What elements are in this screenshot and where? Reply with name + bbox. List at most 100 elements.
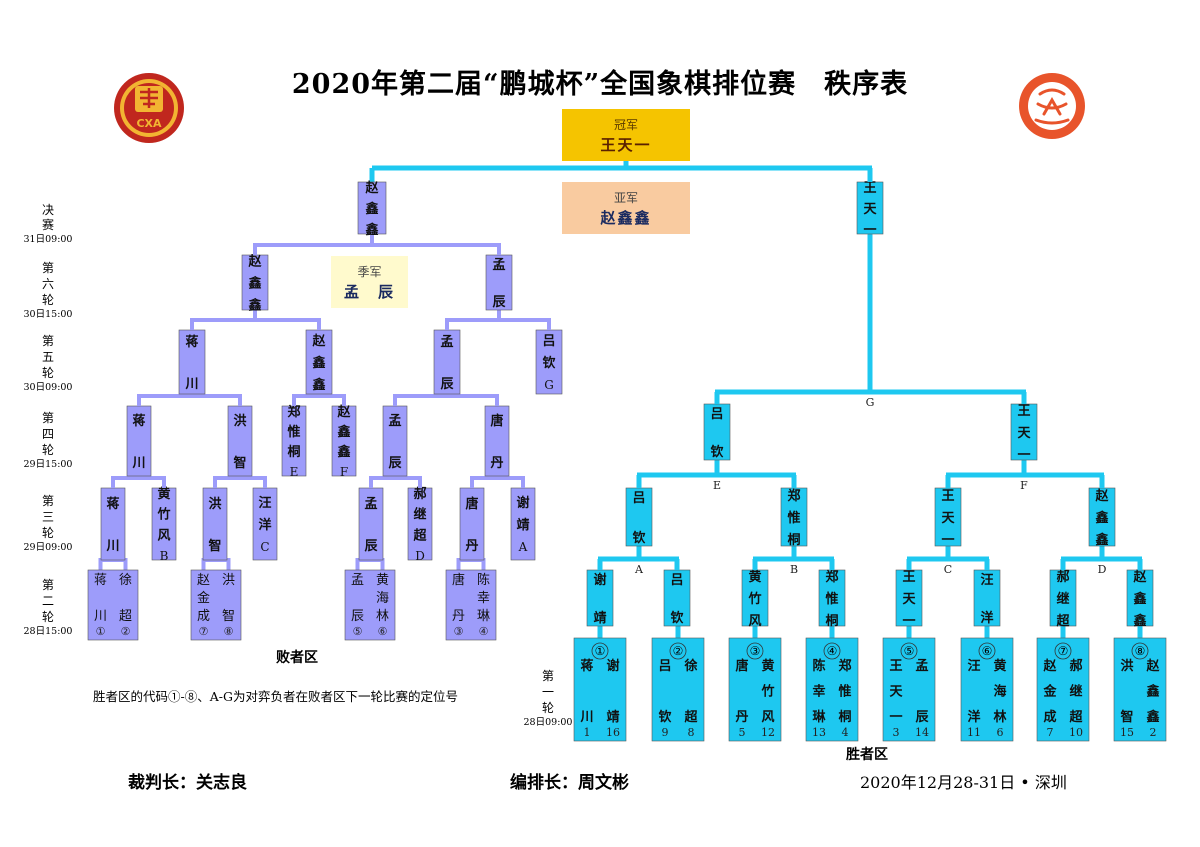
svg-text:超: 超 xyxy=(1069,709,1083,725)
svg-text:鑫: 鑫 xyxy=(364,201,378,217)
svg-text:洪: 洪 xyxy=(1120,658,1133,674)
runner-up-box: 亚军 赵鑫鑫 xyxy=(562,182,690,234)
svg-text:鑫: 鑫 xyxy=(311,377,325,393)
losers-r3-box: 黄竹风黄竹风B xyxy=(151,486,177,563)
svg-text:林: 林 xyxy=(993,709,1006,725)
svg-text:钦: 钦 xyxy=(541,355,555,371)
round-label-time: 29日15:00 xyxy=(23,459,73,470)
svg-text:幸: 幸 xyxy=(477,591,490,606)
svg-text:一: 一 xyxy=(902,614,915,629)
svg-text:唐: 唐 xyxy=(465,496,478,512)
winners-r3-box: 吕钦吕钦 xyxy=(625,487,653,547)
svg-text:海: 海 xyxy=(376,591,389,606)
svg-text:⑥: ⑥ xyxy=(378,625,388,638)
third-place-name: 孟 辰 xyxy=(343,283,395,301)
cxa-logo: CXA xyxy=(114,73,184,143)
round-label-time: 30日15:00 xyxy=(23,309,73,320)
losers-r4-box: 唐丹唐丹 xyxy=(484,405,510,477)
svg-text:丹: 丹 xyxy=(490,456,503,471)
svg-text:黄: 黄 xyxy=(761,658,774,674)
svg-text:蒋: 蒋 xyxy=(185,334,198,350)
svg-text:郝: 郝 xyxy=(1056,569,1069,585)
third-place-box: 季军 孟 辰 xyxy=(331,256,408,308)
svg-text:黄: 黄 xyxy=(376,573,389,588)
svg-text:鑫: 鑫 xyxy=(1145,709,1159,725)
losers-r3-box: 洪智洪智 xyxy=(202,487,228,561)
svg-text:郑: 郑 xyxy=(287,404,300,420)
svg-text:钦: 钦 xyxy=(709,444,723,460)
svg-text:孟: 孟 xyxy=(915,659,928,674)
losers-r5-box: 吕钦吕钦G xyxy=(535,329,563,395)
svg-text:鑫: 鑫 xyxy=(336,424,350,440)
losers-final-box: 赵鑫鑫赵鑫鑫 xyxy=(357,180,387,238)
svg-text:2: 2 xyxy=(1150,726,1157,739)
svg-text:辰: 辰 xyxy=(388,456,402,471)
winners-r2-box: 吕钦吕钦 xyxy=(663,569,691,627)
svg-text:鑫: 鑫 xyxy=(1132,613,1146,629)
svg-text:黄: 黄 xyxy=(748,569,761,585)
svg-text:钦: 钦 xyxy=(631,530,645,546)
bracket-note: 胜者区的代码①-⑧、A-G为对弈负者在败者区下一轮比赛的定位号 xyxy=(93,689,458,704)
svg-text:鑫: 鑫 xyxy=(1094,510,1108,526)
winners-r2-box: 赵鑫鑫赵鑫鑫 xyxy=(1126,569,1154,629)
svg-text:吕: 吕 xyxy=(658,659,671,674)
round-label-name: 第二轮 xyxy=(41,578,54,624)
svg-text:惟: 惟 xyxy=(286,424,300,440)
svg-text:桐: 桐 xyxy=(287,444,300,460)
svg-text:陈: 陈 xyxy=(477,572,490,588)
svg-text:靖: 靖 xyxy=(516,517,529,533)
svg-text:竹: 竹 xyxy=(156,507,170,523)
svg-text:唐: 唐 xyxy=(735,658,748,674)
pengcheng-logo xyxy=(1019,73,1085,139)
losers-r6-box: 赵鑫鑫赵鑫鑫 xyxy=(241,254,269,314)
round-label-time: 31日09:00 xyxy=(23,234,73,245)
svg-text:孟: 孟 xyxy=(492,258,505,273)
svg-text:C: C xyxy=(260,540,269,554)
round-label-time: 29日09:00 xyxy=(23,542,73,553)
round-label-time: 28日15:00 xyxy=(23,626,73,637)
svg-text:继: 继 xyxy=(1069,684,1082,700)
svg-text:王: 王 xyxy=(941,489,954,504)
losers-r4-box: 赵鑫鑫赵鑫鑫F xyxy=(331,404,357,479)
svg-text:②: ② xyxy=(673,644,684,658)
svg-text:王: 王 xyxy=(1017,404,1030,419)
winners-r2-box: 郝继超郝继超 xyxy=(1049,569,1077,629)
losers-r5-box: 孟辰孟辰 xyxy=(433,329,461,395)
svg-text:惟: 惟 xyxy=(824,591,838,607)
winners-final-box: 王天一王天一 xyxy=(856,181,884,238)
svg-text:赵: 赵 xyxy=(1042,658,1057,674)
svg-text:琳: 琳 xyxy=(812,709,826,725)
svg-text:洪: 洪 xyxy=(222,573,235,588)
svg-text:蒋: 蒋 xyxy=(94,573,107,588)
round-label: 第二轮 28日15:00 xyxy=(18,577,78,638)
svg-text:一: 一 xyxy=(941,533,954,548)
svg-text:F: F xyxy=(340,465,348,479)
svg-text:蒋: 蒋 xyxy=(106,496,119,512)
svg-text:风: 风 xyxy=(761,710,774,725)
svg-text:⑧: ⑧ xyxy=(224,625,234,638)
svg-text:金: 金 xyxy=(1042,684,1057,700)
svg-text:郝: 郝 xyxy=(1069,658,1082,674)
svg-text:继: 继 xyxy=(413,507,426,523)
svg-text:吕: 吕 xyxy=(542,334,555,349)
svg-text:⑤: ⑤ xyxy=(353,625,363,638)
svg-text:风: 风 xyxy=(157,528,170,543)
svg-text:惟: 惟 xyxy=(837,684,851,700)
losers-r3-box: 蒋川蒋川 xyxy=(100,487,126,561)
svg-text:丹: 丹 xyxy=(452,609,465,624)
svg-text:1: 1 xyxy=(584,726,591,739)
svg-text:③: ③ xyxy=(454,625,464,638)
svg-text:钦: 钦 xyxy=(657,709,671,725)
svg-text:孟: 孟 xyxy=(388,414,401,429)
